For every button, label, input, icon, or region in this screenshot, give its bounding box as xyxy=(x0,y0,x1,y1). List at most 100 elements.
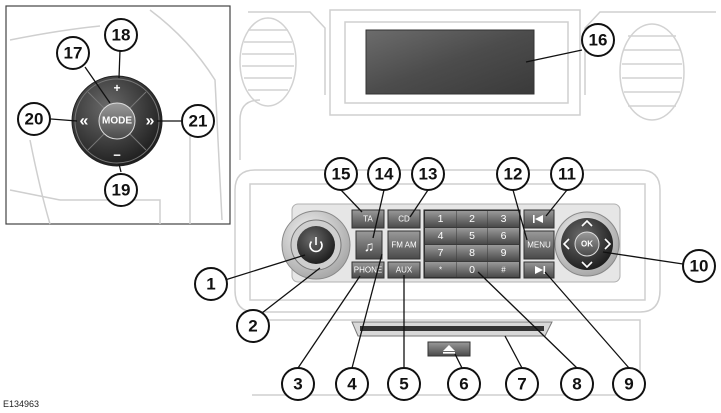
keypad-button-9[interactable]: 9 xyxy=(488,245,519,261)
eject-button[interactable] xyxy=(427,341,471,357)
svg-text:21: 21 xyxy=(189,112,208,131)
keypad-button-4[interactable]: 4 xyxy=(425,228,456,244)
fm-am-button[interactable]: FM AM xyxy=(387,230,421,260)
svg-text:17: 17 xyxy=(64,44,83,63)
steering-control-pad[interactable]: + − « » MODE xyxy=(71,75,163,167)
svg-text:10: 10 xyxy=(690,257,709,276)
seek-right-icon: » xyxy=(146,113,155,130)
aux-button[interactable]: AUX xyxy=(387,261,421,279)
svg-text:6: 6 xyxy=(501,230,507,242)
callout-19: 19 xyxy=(104,173,138,207)
svg-text:15: 15 xyxy=(332,165,351,184)
callout-5: 5 xyxy=(387,367,421,401)
menu-button[interactable]: MENU xyxy=(523,230,555,260)
keypad-button-3[interactable]: 3 xyxy=(488,211,519,227)
svg-text:11: 11 xyxy=(558,165,576,184)
callout-17: 17 xyxy=(56,36,90,70)
svg-text:0: 0 xyxy=(469,264,475,276)
callout-12: 12 xyxy=(496,157,530,191)
svg-text:12: 12 xyxy=(504,165,523,184)
menu-label: MENU xyxy=(527,241,551,250)
callout-6: 6 xyxy=(447,367,481,401)
keypad-button-2[interactable]: 2 xyxy=(456,211,488,227)
volume-down-icon: − xyxy=(113,148,121,163)
callout-18: 18 xyxy=(104,18,138,52)
keypad-button-6[interactable]: 6 xyxy=(488,228,519,244)
number-keypad: 1 2 3 4 5 6 7 8 9 * 0 # xyxy=(423,209,521,279)
svg-text:16: 16 xyxy=(589,31,608,50)
cd-slot xyxy=(351,321,553,337)
mode-button[interactable]: MODE xyxy=(98,102,136,140)
keypad-button-8[interactable]: 8 xyxy=(456,245,488,261)
svg-text:18: 18 xyxy=(112,26,131,45)
leader-lines xyxy=(50,49,684,369)
music-note-icon: ♫ xyxy=(364,238,375,254)
keypad-button-star[interactable]: * xyxy=(425,262,456,277)
ok-button[interactable]: OK xyxy=(574,231,600,257)
figure-id: E134963 xyxy=(3,399,40,409)
callout-20: 20 xyxy=(17,102,51,136)
phone-button[interactable]: PHONE xyxy=(351,261,385,279)
keypad-button-0[interactable]: 0 xyxy=(456,262,488,277)
callout-16: 16 xyxy=(581,23,615,57)
keypad-button-5[interactable]: 5 xyxy=(456,228,488,244)
svg-text:#: # xyxy=(501,266,506,275)
nav-arrow-icons xyxy=(562,219,612,269)
keypad-button-hash[interactable]: # xyxy=(488,262,519,277)
svg-text:3: 3 xyxy=(293,375,302,394)
phone-label: PHONE xyxy=(354,266,382,275)
callout-10: 10 xyxy=(682,249,716,283)
svg-text:5: 5 xyxy=(399,375,408,394)
ta-label: TA xyxy=(363,215,373,224)
svg-text:13: 13 xyxy=(419,165,438,184)
volume-up-icon: + xyxy=(113,81,120,95)
callout-11: 11 xyxy=(550,157,584,191)
svg-text:20: 20 xyxy=(25,110,44,129)
power-icon xyxy=(309,237,323,253)
aux-label: AUX xyxy=(396,266,413,275)
left-air-vent xyxy=(239,17,297,107)
callout-14: 14 xyxy=(367,157,401,191)
power-volume-knob[interactable] xyxy=(281,210,351,280)
svg-text:9: 9 xyxy=(624,375,633,394)
svg-text:6: 6 xyxy=(459,375,468,394)
svg-text:1: 1 xyxy=(206,275,215,294)
cd-label: CD xyxy=(398,215,410,224)
callouts: 1 2 3 4 5 6 7 8 9 10 11 12 13 14 15 16 1… xyxy=(17,18,716,401)
mode-label: MODE xyxy=(102,116,132,127)
svg-text:1: 1 xyxy=(438,213,444,225)
ok-label: OK xyxy=(581,240,593,249)
svg-text:19: 19 xyxy=(112,181,131,200)
callout-21: 21 xyxy=(181,104,215,138)
cd-button[interactable]: CD xyxy=(387,209,421,229)
callout-15: 15 xyxy=(324,157,358,191)
skip-back-icon xyxy=(533,215,543,223)
callout-4: 4 xyxy=(335,367,369,401)
right-air-vent xyxy=(619,23,685,121)
svg-text:9: 9 xyxy=(501,247,507,259)
callout-13: 13 xyxy=(411,157,445,191)
callout-1: 1 xyxy=(194,267,228,301)
callout-2: 2 xyxy=(236,309,270,343)
svg-text:8: 8 xyxy=(469,247,475,259)
svg-text:*: * xyxy=(439,266,442,275)
display-screen xyxy=(365,29,535,95)
keypad-button-7[interactable]: 7 xyxy=(425,245,456,261)
music-source-button[interactable]: ♫ xyxy=(355,230,383,260)
track-forward-button[interactable] xyxy=(523,261,555,279)
svg-text:8: 8 xyxy=(572,375,581,394)
eject-icon xyxy=(443,345,455,354)
keypad-button-1[interactable]: 1 xyxy=(425,211,456,227)
callout-7: 7 xyxy=(505,367,539,401)
callout-3: 3 xyxy=(281,367,315,401)
fm-am-label: FM AM xyxy=(391,241,417,250)
svg-text:4: 4 xyxy=(438,230,444,242)
navigation-dial[interactable]: OK xyxy=(554,211,620,277)
skip-forward-icon xyxy=(535,266,546,274)
svg-text:7: 7 xyxy=(517,375,526,394)
svg-text:14: 14 xyxy=(375,165,394,184)
svg-text:5: 5 xyxy=(469,230,475,242)
svg-text:7: 7 xyxy=(438,247,444,259)
callout-9: 9 xyxy=(612,367,646,401)
